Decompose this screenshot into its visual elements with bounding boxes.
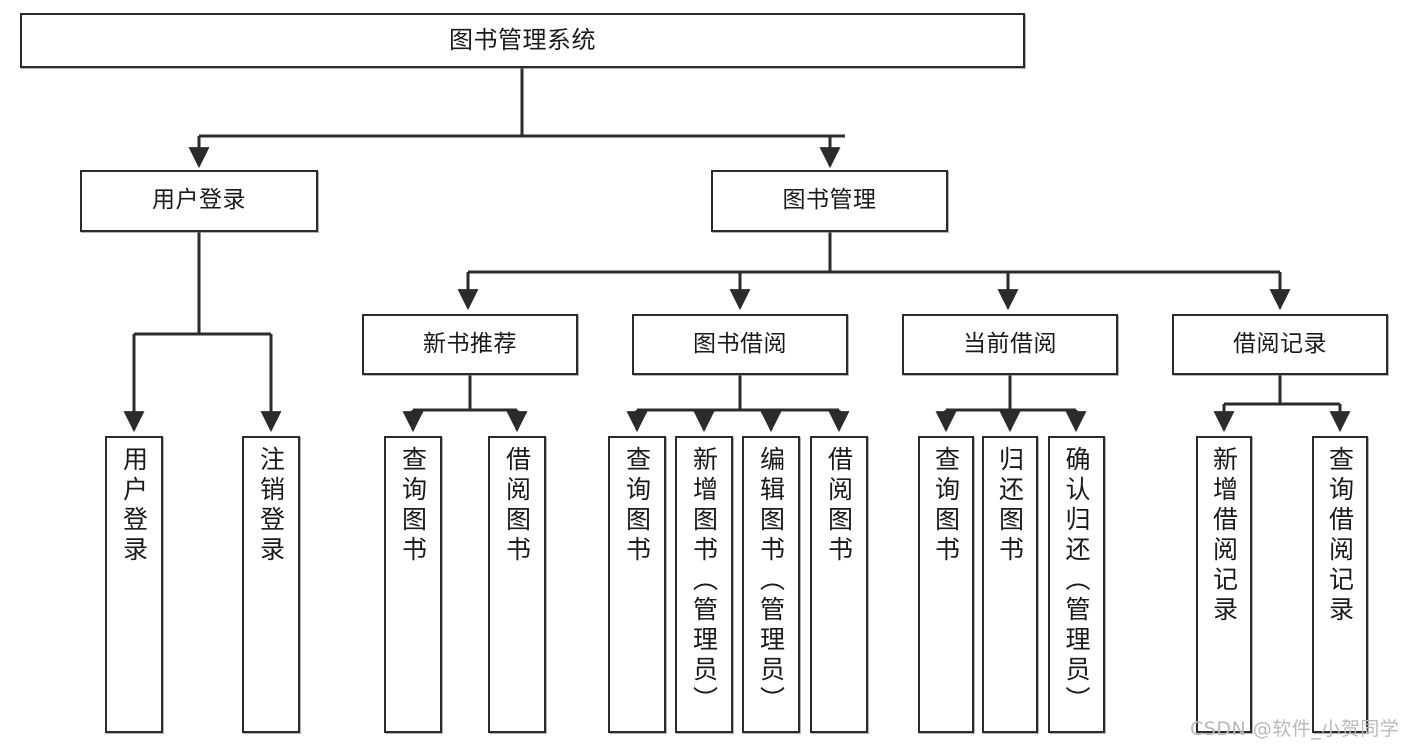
node-root-label: 图书管理系统 — [449, 26, 596, 55]
leaf-user-login-login[interactable]: 用户登录 — [105, 436, 163, 733]
node-user-login-label: 用户登录 — [152, 187, 246, 214]
leaf-borrow-record-query[interactable]: 查询借阅记录 — [1312, 436, 1368, 733]
leaf-book-borrow-add-label: 新增图书（管理员） — [689, 446, 719, 716]
node-current-borrow-label: 当前借阅 — [963, 330, 1057, 357]
leaf-new-book-query-label: 查询图书 — [398, 446, 428, 566]
leaf-book-borrow-borrow[interactable]: 借阅图书 — [810, 436, 868, 733]
leaf-new-book-borrow[interactable]: 借阅图书 — [488, 436, 546, 733]
node-borrow-record-label: 借阅记录 — [1233, 330, 1327, 357]
leaf-book-borrow-edit[interactable]: 编辑图书（管理员） — [742, 436, 800, 733]
node-book-management[interactable]: 图书管理 — [711, 170, 948, 232]
leaf-user-login-logout-label: 注销登录 — [256, 446, 286, 566]
leaf-borrow-record-add[interactable]: 新增借阅记录 — [1196, 436, 1252, 733]
leaf-new-book-query[interactable]: 查询图书 — [384, 436, 442, 733]
leaf-current-borrow-confirm-return-label: 确认归还（管理员） — [1062, 446, 1091, 716]
node-user-login[interactable]: 用户登录 — [80, 170, 318, 232]
node-borrow-record[interactable]: 借阅记录 — [1172, 314, 1388, 375]
leaf-book-borrow-borrow-label: 借阅图书 — [824, 446, 854, 566]
leaf-user-login-login-label: 用户登录 — [119, 446, 149, 566]
leaf-book-borrow-query[interactable]: 查询图书 — [608, 436, 666, 733]
leaf-current-borrow-return[interactable]: 归还图书 — [982, 436, 1038, 733]
node-new-book-recommend-label: 新书推荐 — [423, 330, 517, 357]
leaf-current-borrow-query-label: 查询图书 — [931, 446, 961, 566]
leaf-book-borrow-query-label: 查询图书 — [622, 446, 652, 566]
leaf-book-borrow-edit-label: 编辑图书（管理员） — [756, 446, 786, 716]
leaf-current-borrow-confirm-return[interactable]: 确认归还（管理员） — [1048, 436, 1105, 733]
leaf-user-login-logout[interactable]: 注销登录 — [242, 436, 300, 733]
leaf-current-borrow-return-label: 归还图书 — [995, 446, 1025, 566]
node-book-borrow-label: 图书借阅 — [693, 330, 787, 357]
node-book-management-label: 图书管理 — [782, 187, 877, 214]
leaf-borrow-record-add-label: 新增借阅记录 — [1209, 446, 1239, 626]
node-root[interactable]: 图书管理系统 — [20, 13, 1025, 68]
leaf-new-book-borrow-label: 借阅图书 — [502, 446, 532, 566]
leaf-book-borrow-add[interactable]: 新增图书（管理员） — [675, 436, 733, 733]
leaf-borrow-record-query-label: 查询借阅记录 — [1325, 446, 1355, 626]
node-new-book-recommend[interactable]: 新书推荐 — [362, 314, 578, 375]
node-current-borrow[interactable]: 当前借阅 — [902, 314, 1118, 375]
node-book-borrow[interactable]: 图书借阅 — [632, 314, 848, 375]
leaf-current-borrow-query[interactable]: 查询图书 — [918, 436, 974, 733]
csdn-watermark: CSDN @软件_小贺同学 — [1190, 718, 1400, 740]
